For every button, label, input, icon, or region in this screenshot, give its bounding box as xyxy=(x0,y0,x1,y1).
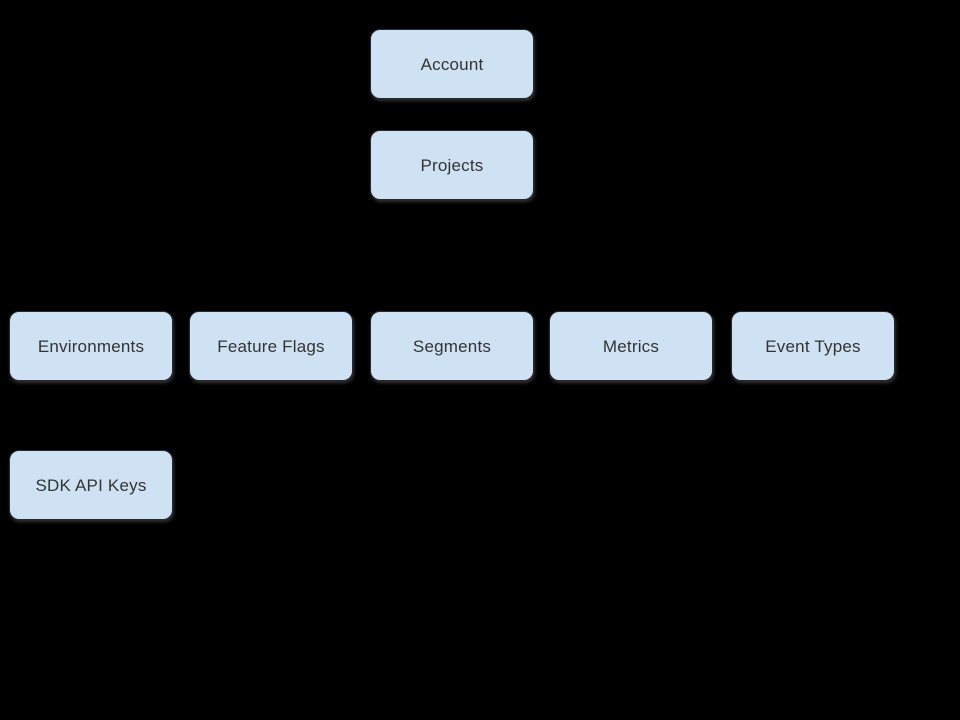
node-feature-flags-label: Feature Flags xyxy=(217,336,325,356)
node-environments: Environments xyxy=(9,311,173,381)
node-sdk-api-keys: SDK API Keys xyxy=(9,450,173,520)
node-metrics-label: Metrics xyxy=(602,336,660,356)
node-segments: Segments xyxy=(370,311,534,381)
node-event-types: Event Types xyxy=(731,311,895,381)
node-account-label: Account xyxy=(420,54,484,74)
node-environments-label: Environments xyxy=(37,336,145,356)
node-account: Account xyxy=(370,29,534,99)
node-projects-label: Projects xyxy=(420,155,484,175)
node-sdk-api-keys-label: SDK API Keys xyxy=(35,475,147,495)
node-feature-flags: Feature Flags xyxy=(189,311,353,381)
node-segments-label: Segments xyxy=(412,336,492,356)
node-event-types-label: Event Types xyxy=(765,336,861,356)
node-metrics: Metrics xyxy=(549,311,713,381)
node-projects: Projects xyxy=(370,130,534,200)
